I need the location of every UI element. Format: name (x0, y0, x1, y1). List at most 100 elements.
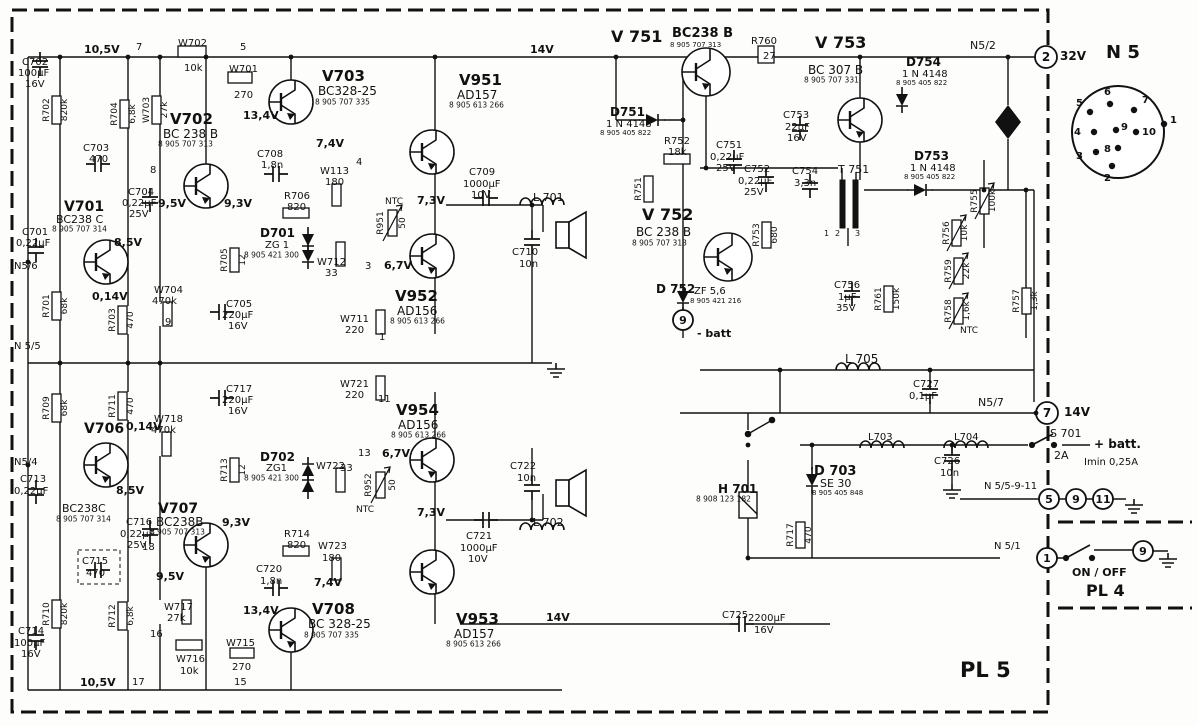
label-16v: 16V (787, 133, 807, 144)
svg-text:9: 9 (679, 314, 687, 327)
label-7-4v: 7,4V (316, 137, 344, 150)
capacitor-c751 (726, 150, 742, 174)
label-r753: R753 (752, 223, 762, 246)
junction-dot (680, 117, 686, 123)
label-zg-1: ZG 1 (265, 240, 289, 251)
junction-dot (745, 555, 751, 561)
label-9-5v: 9,5V (158, 197, 186, 210)
junction-dot (432, 54, 438, 60)
svg-text:6: 6 (1104, 87, 1111, 98)
label-d701: D701 (260, 226, 295, 240)
resistor-w702 (177, 45, 207, 58)
label-c713: C713 (20, 474, 46, 485)
resistor-w718 (161, 431, 172, 457)
label-8-905-613-266: 8 905 613 266 (391, 431, 446, 440)
label-l704: L704 (954, 432, 979, 443)
label-1-n-4148: 1 N 4148 (902, 69, 948, 80)
label-6-7v: 6,7V (384, 259, 412, 272)
label-8-905-707-335: 8 905 707 335 (304, 631, 359, 640)
label-ntc: NTC (385, 197, 403, 207)
label-v954: V954 (396, 401, 439, 419)
label-220-f: 220µF (222, 395, 253, 406)
capacitor-c721 (474, 512, 498, 528)
label-8-905-421-216: 8 905 421 216 (690, 297, 742, 305)
inductor-l705 (835, 362, 881, 371)
label-r714: R714 (284, 529, 310, 540)
resistor-w717 (181, 599, 192, 625)
label-w113: W113 (320, 166, 349, 177)
label-bc-328-25: BC 328-25 (308, 617, 371, 631)
resistor-r760 (757, 45, 775, 64)
label-32v: 32V (1060, 49, 1087, 63)
label-8-905-405-822: 8 905 405 822 (600, 129, 651, 137)
label-r759: R759 (944, 259, 954, 283)
label-470k: 470k (151, 425, 176, 436)
inductor-l701 (519, 197, 565, 206)
resistor-r706 (282, 207, 310, 219)
label-c704: C704 (128, 187, 154, 198)
junction-dot (949, 442, 955, 448)
transistor-v708 (268, 607, 314, 653)
label-8-905-421-300: 8 905 421 300 (244, 251, 299, 260)
label-25v: 25V (127, 540, 147, 551)
label-r952: R952 (364, 473, 374, 496)
label-220: 220 (345, 390, 364, 401)
label-n5-6: N5/6 (14, 261, 38, 272)
label-22-f: 22µF (785, 122, 810, 133)
resistor-w716 (175, 639, 203, 651)
resistor-w722 (335, 467, 346, 493)
transformer-t751 (839, 168, 859, 229)
label-470: 470 (804, 526, 814, 543)
label-n-5-5-9-11: N 5/5-9-11 (984, 481, 1037, 492)
junction-dot (157, 360, 163, 366)
label-w722: W722 (316, 461, 345, 472)
svg-text:4: 4 (1074, 127, 1081, 138)
label-8-905-707-313: 8 905 707 313 (670, 41, 721, 49)
label-16v: 16V (754, 625, 774, 636)
svg-text:1: 1 (1004, 116, 1012, 129)
label-d702: D702 (260, 450, 295, 464)
label-10k: 10k (184, 63, 203, 74)
resistor-w704 (162, 301, 173, 327)
svg-text:9: 9 (1139, 545, 1147, 558)
svg-text:10: 10 (1142, 127, 1156, 138)
label-w717: W717 (164, 602, 193, 613)
label-w723: W723 (318, 541, 347, 552)
label-w715: W715 (226, 638, 255, 649)
terminal-2: 2 (1034, 45, 1058, 69)
label-d-752: D 752 (656, 282, 695, 296)
label-6-8k: 6,8k (128, 103, 138, 123)
label-w702: W702 (178, 38, 207, 49)
label-1-f: 1µF (838, 292, 857, 303)
capacitor-c726 (944, 446, 960, 470)
transistor-v751 (681, 47, 731, 97)
label-on-off: ON / OFF (1072, 566, 1127, 579)
label-18k: 18k (668, 147, 687, 158)
label-c710: C710 (512, 247, 538, 258)
label-8-905-707-313: 8 905 707 313 (158, 140, 213, 149)
svg-text:5: 5 (1045, 493, 1053, 506)
speaker-icon (555, 468, 587, 518)
junction-dot (613, 54, 619, 60)
label-imin-0-25a: Imin 0,25A (1084, 457, 1138, 468)
label-t-751: T 751 (837, 163, 869, 176)
label-7-3v: 7,3V (417, 194, 445, 207)
label-se-30: SE 30 (820, 477, 851, 490)
pot-arrow (948, 252, 970, 290)
junction-dot (703, 165, 709, 171)
svg-text:11: 11 (1095, 493, 1110, 506)
junction-dot (125, 360, 131, 366)
junction-dot (777, 367, 783, 373)
label-16: 16 (150, 629, 163, 640)
label-l-701: L 701 (533, 191, 564, 204)
label-3: 3 (855, 229, 860, 238)
relay-h701 (738, 416, 776, 519)
label-0-22-f: 0,22µF (120, 529, 155, 540)
label-13-4v: 13,4V (243, 109, 279, 122)
label-180: 180 (322, 553, 341, 564)
label-13-4v: 13,4V (243, 604, 279, 617)
resistor-w712 (335, 241, 346, 267)
capacitor-c713 (28, 480, 44, 504)
label-17: 17 (132, 677, 145, 688)
